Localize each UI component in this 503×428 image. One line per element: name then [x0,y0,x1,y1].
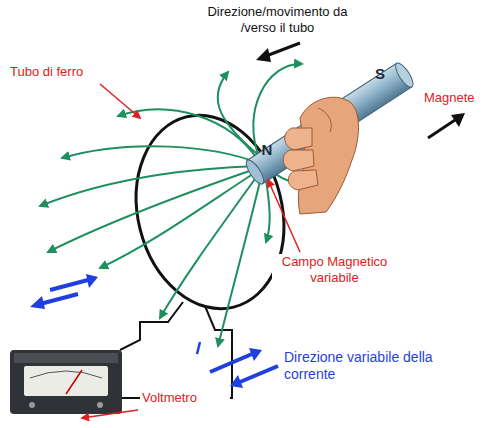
wire [122,306,232,398]
current-note: Direzione variabile della corrente [282,349,447,383]
part-label: Tubo di ferro [8,64,118,80]
hand [283,97,358,214]
field-lines [40,64,340,346]
pole-label: N [258,141,276,159]
voltmeter-symbol [10,350,122,414]
part-label: Campo Magnetico variabile [272,254,397,285]
pole-label: S [371,65,389,83]
wire [120,302,183,350]
part-label: Magnete [422,90,500,106]
current-arrow [30,274,278,388]
leader-line [82,84,300,418]
direction-note: Direzione/movimento da /verso il tubo [190,4,365,35]
part-label: Voltmetro [140,390,230,406]
coil-loop [116,99,303,324]
